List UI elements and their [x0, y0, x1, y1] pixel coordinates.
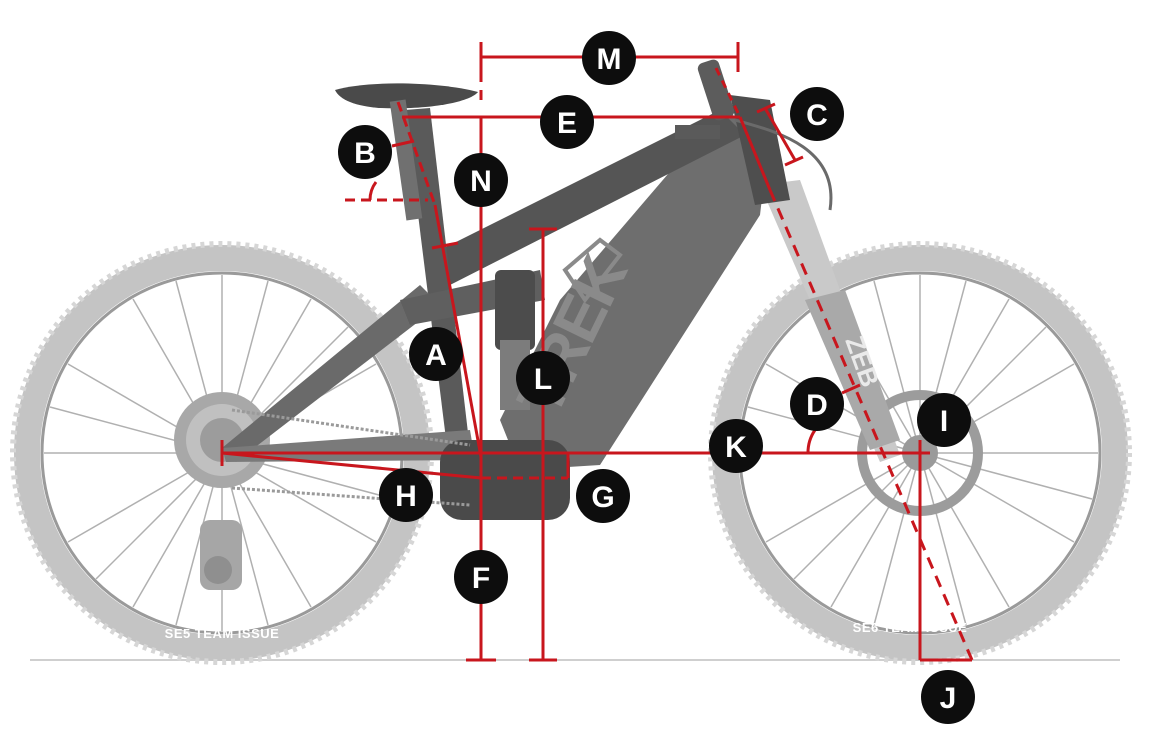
label-c: C — [790, 87, 844, 141]
svg-text:L: L — [534, 363, 552, 396]
saddle — [335, 83, 478, 221]
label-i: I — [917, 393, 971, 447]
frame: TREK — [222, 95, 790, 520]
label-f: F — [454, 550, 508, 604]
svg-text:K: K — [725, 431, 747, 464]
front-tire-text: SE6 TEAM ISSUE — [853, 620, 968, 635]
label-j: J — [921, 670, 975, 724]
svg-text:H: H — [395, 480, 417, 513]
svg-text:N: N — [470, 165, 492, 198]
svg-text:J: J — [940, 682, 957, 715]
label-badges: M E C B N A L D — [338, 31, 975, 724]
label-h: H — [379, 468, 433, 522]
label-e: E — [540, 95, 594, 149]
svg-text:D: D — [806, 389, 828, 422]
svg-text:C: C — [806, 99, 828, 132]
svg-text:G: G — [591, 481, 614, 514]
svg-text:B: B — [354, 137, 376, 170]
svg-text:E: E — [557, 107, 577, 140]
rear-tire-text: SE5 TEAM ISSUE — [165, 626, 280, 641]
label-a: A — [409, 327, 463, 381]
label-k: K — [709, 419, 763, 473]
label-m: M — [582, 31, 636, 85]
handlebar — [675, 59, 833, 211]
label-l: L — [516, 351, 570, 405]
label-b: B — [338, 125, 392, 179]
svg-text:I: I — [940, 405, 948, 438]
svg-text:F: F — [472, 562, 490, 595]
label-g: G — [576, 469, 630, 523]
chain — [231, 408, 471, 507]
h-measure-line — [221, 451, 482, 480]
label-n: N — [454, 153, 508, 207]
svg-text:M: M — [597, 43, 622, 76]
svg-text:A: A — [425, 339, 447, 372]
label-d: D — [790, 377, 844, 431]
